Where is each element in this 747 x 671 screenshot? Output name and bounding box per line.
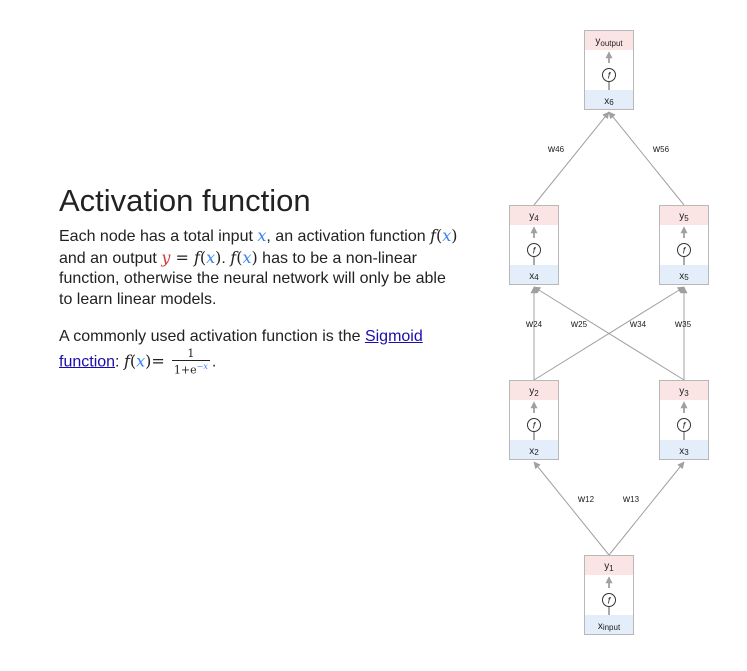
node-border [584, 30, 634, 110]
output-band [584, 30, 634, 50]
math-f: f [230, 247, 237, 267]
edge-n3-n4 [533, 286, 685, 381]
activation-circle [602, 593, 616, 607]
node-output-label: y4 [529, 211, 539, 223]
node-border [509, 205, 559, 285]
sigmoid-function-link[interactable]: Sigmoid function [59, 328, 423, 371]
input-band [659, 265, 709, 285]
math-x: x [206, 247, 216, 267]
text-segment: . [221, 249, 231, 267]
fraction-numerator: 1 [171, 347, 210, 361]
activation-circle [527, 243, 541, 257]
math-x: x [242, 247, 252, 267]
text-segment: has to be a non-linear function, otherwi… [59, 249, 446, 308]
node-input-label: x2 [529, 446, 539, 457]
node-output-label: youtput [595, 36, 623, 48]
activation-symbol: f [683, 246, 687, 256]
node-input-label: x4 [529, 271, 539, 282]
node-output-label: y1 [604, 561, 614, 573]
activation-circle [527, 418, 541, 432]
node-border [659, 380, 709, 460]
text-segment: , an activation function [266, 228, 431, 245]
edge-n4-n6 [533, 111, 610, 206]
math-equals: = [170, 247, 194, 267]
text-segment: Each node has a total input [59, 228, 258, 245]
node-n2: y2 x2 f [509, 380, 559, 460]
denominator-exponent: −x [196, 361, 208, 371]
text-block: Activation function Each node has a tota… [59, 183, 459, 393]
activation-symbol: f [608, 71, 612, 81]
nodes-group: youtput x6 f y4 x4 f y5 x5 f y2 x2 f y3 x3 f y1 xinput f [509, 30, 709, 635]
output-band [509, 380, 559, 400]
math-x: x [257, 226, 267, 245]
weight-label-w46: w46 [547, 144, 565, 155]
math-f: f [123, 351, 130, 371]
text-segment: A commonly used activation function is t… [59, 328, 365, 345]
section-heading: Activation function [59, 183, 311, 218]
output-band [584, 555, 634, 575]
node-output-label: y2 [529, 386, 539, 398]
activation-circle [677, 418, 691, 432]
weight-label-w13: w13 [622, 494, 640, 505]
fraction-denominator: 1+e−x [172, 361, 210, 377]
node-border [509, 380, 559, 460]
math-y: y [161, 247, 171, 267]
activation-symbol: f [533, 421, 537, 431]
output-band [509, 205, 559, 225]
activation-circle [677, 243, 691, 257]
node-n5: y5 x5 f [659, 205, 709, 285]
output-band [659, 380, 709, 400]
activation-symbol: f [608, 596, 612, 606]
node-input-label: x3 [679, 446, 689, 457]
text-segment: . [211, 353, 217, 371]
math-f: f [430, 226, 436, 245]
weight-label-w56: w56 [652, 144, 670, 155]
node-output-label: y5 [679, 211, 689, 223]
node-input-label: x5 [679, 271, 689, 282]
input-band [659, 440, 709, 460]
node-n3: y3 x3 f [659, 380, 709, 460]
input-band [509, 440, 559, 460]
input-band [584, 615, 634, 635]
math-x: x [136, 351, 146, 371]
paragraph-sigmoid: A commonly used activation function is t… [59, 328, 423, 377]
edges-group [530, 111, 688, 556]
activation-circle [602, 68, 616, 82]
output-band [659, 205, 709, 225]
math-f: f [193, 247, 200, 267]
edge-n1-n3 [608, 461, 685, 556]
paragraph-activation: Each node has a total input x, an activa… [59, 226, 458, 308]
node-input-label: xinput [598, 621, 621, 632]
input-band [509, 265, 559, 285]
math-equals: = [151, 351, 170, 371]
node-n6: youtput x6 f [584, 30, 634, 110]
denominator-base: 1+e [173, 363, 197, 377]
weight-label-w12: w12 [577, 494, 595, 505]
weight-label-w25: w25 [570, 319, 588, 330]
edge-n1-n2 [533, 461, 610, 556]
text-segment: and an output [59, 249, 162, 267]
weight-labels-group: w46 w56 w24 w25 w34 w35 w12 w13 [525, 144, 692, 505]
node-n4: y4 x4 f [509, 205, 559, 285]
activation-symbol: f [533, 246, 537, 256]
activation-symbol: f [683, 421, 687, 431]
edge-n5-n6 [608, 111, 685, 206]
math-x: x [442, 226, 452, 245]
text-segment: : [115, 353, 124, 371]
weight-label-w34: w34 [629, 319, 647, 330]
weight-label-w24: w24 [525, 319, 543, 330]
weight-label-w35: w35 [674, 319, 692, 330]
node-border [584, 555, 634, 635]
node-output-label: y3 [679, 386, 689, 398]
input-band [584, 90, 634, 110]
node-border [659, 205, 709, 285]
node-n1: y1 xinput f [584, 555, 634, 635]
node-input-label: x6 [604, 96, 614, 107]
